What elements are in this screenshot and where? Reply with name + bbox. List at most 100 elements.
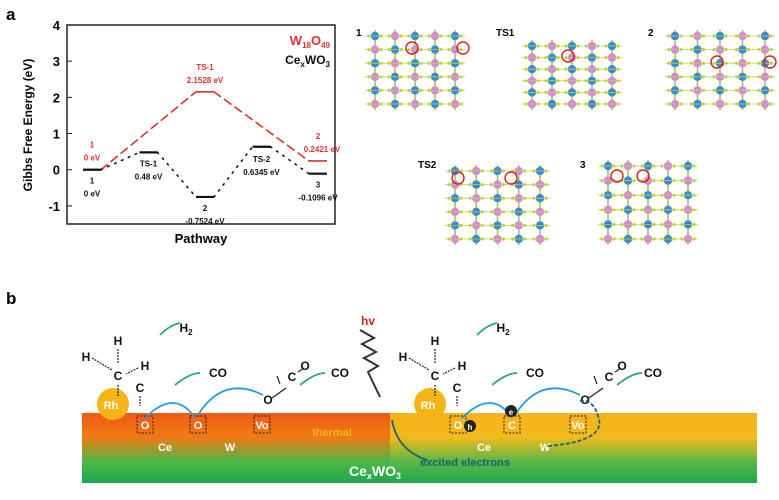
- surface-site-box: [253, 415, 271, 434]
- co-label: CO: [526, 366, 544, 380]
- scheme-label: C: [136, 381, 145, 395]
- scheme-label: H: [431, 334, 440, 348]
- structure-label: TS2: [418, 160, 437, 171]
- level-name: TS-1: [196, 63, 214, 72]
- connector-line: [100, 151, 141, 171]
- surface-site: O: [141, 420, 150, 432]
- co-label: CO: [644, 366, 662, 380]
- scheme-label: Ce: [477, 442, 491, 454]
- y-tick-label: 3: [53, 54, 60, 69]
- excited-electrons-label: excited electrons: [420, 457, 510, 469]
- arrow: [616, 372, 643, 386]
- structure-3: 3: [580, 160, 698, 245]
- level-value: 0.6345 eV: [243, 168, 280, 177]
- scheme-label: O: [580, 393, 589, 407]
- rh-particle: [414, 388, 446, 420]
- vacancy-marker: [456, 41, 470, 55]
- level-name: 2: [203, 204, 208, 213]
- structure-label: 3: [580, 160, 586, 171]
- y-tick-label: 2: [53, 90, 60, 105]
- arrow: [514, 387, 581, 416]
- scheme-label: C: [453, 381, 462, 395]
- rh-label: Rh: [104, 400, 119, 412]
- level-name: 2: [316, 132, 321, 141]
- formula-main: H: [496, 321, 505, 335]
- surface-site: O: [454, 420, 463, 432]
- y-tick-label: 0: [53, 163, 60, 178]
- y-tick-label: -1: [48, 199, 60, 214]
- formula-sub: 2: [505, 328, 510, 337]
- structure-2: 2: [648, 28, 777, 110]
- level-name: TS-1: [140, 159, 158, 168]
- scheme-label: O: [300, 359, 309, 373]
- structure-label: 1: [356, 28, 362, 39]
- surface-site: O: [194, 420, 203, 432]
- surface-site-box: [136, 415, 154, 434]
- scheme-label: H: [114, 334, 123, 348]
- formula: H2: [496, 321, 510, 337]
- surface-left: [82, 413, 390, 483]
- catalyst-label: CexWO3: [349, 463, 401, 481]
- level-value: 0.2421 eV: [304, 145, 341, 154]
- electron-label: e: [509, 408, 514, 417]
- surface-site-box: [569, 415, 587, 434]
- vacancy-marker: [710, 55, 724, 69]
- level-value: -0.7524 eV: [185, 217, 225, 226]
- panel-a-label: a: [6, 5, 16, 24]
- level-value: 2.1528 eV: [187, 76, 224, 85]
- connector-line: [100, 91, 197, 171]
- scheme-label: W: [225, 442, 236, 454]
- level-value: 0.48 eV: [135, 172, 163, 181]
- scheme-label: H: [458, 359, 467, 373]
- scheme-label: H: [82, 350, 91, 364]
- scheme-label: O: [617, 359, 626, 373]
- vacancy-marker: [451, 171, 465, 185]
- level-name: TS-2: [253, 155, 271, 164]
- scheme-label: Ce: [158, 442, 172, 454]
- co-label: CO: [209, 366, 227, 380]
- formula-main: H: [179, 321, 188, 335]
- level-name: 1: [90, 141, 95, 150]
- connector-line: [156, 151, 197, 198]
- structure-TS2: TS2: [418, 160, 550, 245]
- surface-site-box: [189, 415, 207, 434]
- hole-icon: [464, 420, 476, 432]
- thermal-label: thermal: [312, 427, 352, 439]
- level-value: 0 eV: [84, 154, 101, 163]
- electron-icon: [505, 405, 517, 417]
- vacancy-marker: [561, 49, 575, 63]
- vacancy-marker: [636, 169, 650, 183]
- arrow: [476, 322, 498, 336]
- scheme-label: O: [263, 393, 272, 407]
- arrow: [159, 322, 181, 336]
- hv-label: hv: [361, 314, 375, 328]
- connector-line: [269, 145, 310, 175]
- arrow: [491, 372, 518, 386]
- structure-label: TS1: [496, 28, 515, 39]
- y-tick-label: 4: [53, 18, 61, 33]
- light-icon: [359, 329, 381, 398]
- scheme-label: C: [288, 370, 297, 384]
- arrow: [197, 387, 264, 416]
- vacancy-marker: [504, 171, 518, 185]
- plot-frame: [66, 24, 336, 225]
- arrow: [547, 399, 601, 447]
- level-value: 0 eV: [84, 190, 101, 199]
- surface-right: [390, 413, 757, 483]
- arrow: [144, 402, 196, 419]
- vacancy-marker: [405, 41, 419, 55]
- scheme-label: H: [141, 359, 150, 373]
- hole-label: h: [468, 423, 473, 432]
- rh-label: Rh: [421, 400, 436, 412]
- formula: H2: [179, 321, 193, 337]
- rh-particle: [97, 388, 129, 420]
- formula-sub: 2: [188, 328, 193, 337]
- y-tick-label: 1: [53, 127, 60, 142]
- scheme-label: H: [399, 350, 408, 364]
- level-value: -0.1096 eV: [298, 194, 338, 203]
- surface-site: Vo: [571, 420, 585, 432]
- arrow: [299, 372, 326, 386]
- structure-1: 1: [356, 28, 470, 110]
